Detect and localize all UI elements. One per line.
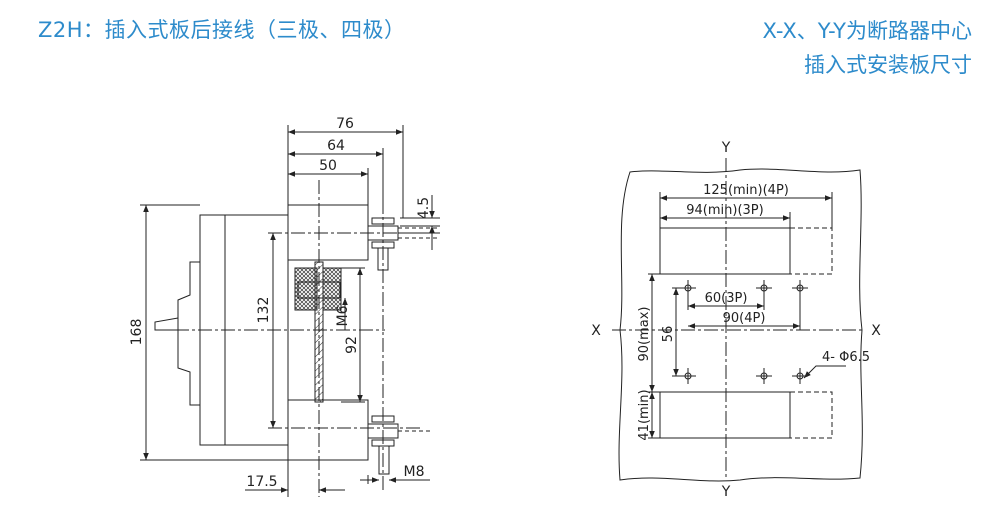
dim-132: 132 xyxy=(256,297,272,324)
axis-x-right-label: X xyxy=(871,323,881,339)
mounting-panel xyxy=(618,168,863,482)
dim-m6: M6 xyxy=(335,305,351,326)
socket-right xyxy=(322,267,342,311)
side-view xyxy=(140,125,440,497)
dim-125: 125(min)(4P) xyxy=(703,183,789,198)
dim-41min: 41(min) xyxy=(637,389,652,440)
panel-view xyxy=(612,158,863,482)
socket-left xyxy=(294,267,318,311)
bottom-terminal-block xyxy=(287,399,369,461)
axis-y-bottom-label: Y xyxy=(721,484,731,500)
dim-76: 76 xyxy=(336,116,354,132)
dim-17-5: 17.5 xyxy=(246,474,277,490)
dim-4-5: 4.5 xyxy=(416,197,432,219)
dim-64: 64 xyxy=(327,138,345,154)
dim-60: 60(3P) xyxy=(705,291,748,306)
mounting-holes xyxy=(680,280,808,384)
right-title: X-X、Y-Y为断路器中心 插入式安装板尺寸 xyxy=(762,14,972,82)
handle xyxy=(154,317,179,331)
left-title: Z2H：插入式板后接线（三极、四极） xyxy=(38,18,406,42)
dim-holes: 4- Φ6.5 xyxy=(822,350,870,365)
lower-cutout-4p xyxy=(790,391,833,439)
dim-m8: M8 xyxy=(404,464,425,480)
right-title-line1: X-X、Y-Y为断路器中心 xyxy=(762,19,972,43)
axis-x-left-label: X xyxy=(591,323,601,339)
dim-94: 94(min)(3P) xyxy=(686,203,763,218)
dim-50: 50 xyxy=(319,158,337,174)
front-cover xyxy=(177,261,200,406)
dim-168: 168 xyxy=(129,319,145,346)
right-title-line2: 插入式安装板尺寸 xyxy=(804,53,972,77)
dim-90max: 90(max) xyxy=(637,306,652,361)
dim-92: 92 xyxy=(344,336,360,354)
hole-leader xyxy=(803,365,846,379)
dim-56: 56 xyxy=(661,326,676,343)
upper-cutout xyxy=(659,227,791,275)
lower-cutout xyxy=(659,391,791,439)
upper-cutout-4p xyxy=(790,227,833,275)
axis-y-top-label: Y xyxy=(721,140,731,156)
dim-90-4p: 90(4P) xyxy=(723,311,766,326)
